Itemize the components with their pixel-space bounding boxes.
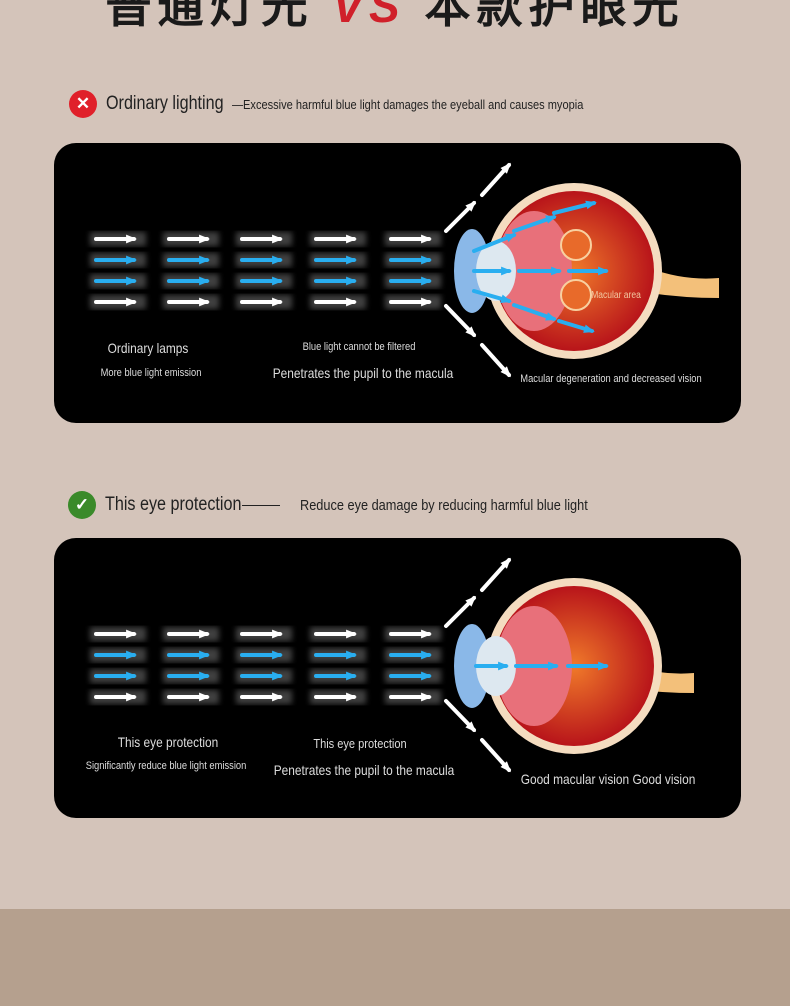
blue-ray-head (501, 266, 512, 276)
light-arrow-head (126, 629, 137, 639)
result-label: Macular degeneration and decreased visio… (520, 373, 702, 385)
title-vs: VS (332, 0, 406, 32)
title-right: 本款护眼光 (424, 0, 685, 32)
light-arrow-head (272, 276, 283, 286)
light-arrow-head (199, 297, 210, 307)
light-arrow-head (346, 297, 357, 307)
light-arrow-head (346, 629, 357, 639)
light-arrow-head (272, 629, 283, 639)
light-arrow-head (346, 650, 357, 660)
lamps-label: Ordinary lamps (107, 340, 189, 356)
blue-ray-head (598, 661, 609, 671)
deflected-arrow-head (500, 557, 512, 569)
blue-ray-head (545, 312, 557, 321)
light-arrow-head (199, 650, 210, 660)
blue-ray-head (545, 215, 557, 224)
blue-ray-head (551, 266, 562, 276)
light-arrow-head (199, 276, 210, 286)
light-arrow-head (346, 692, 357, 702)
protect-diagram (90, 557, 694, 773)
deflected-arrow-head (465, 326, 477, 338)
light-arrow-head (421, 255, 432, 265)
light-arrow-head (272, 692, 283, 702)
protect-title: This eye protection (105, 494, 242, 515)
deflected-arrow-head (465, 721, 477, 733)
blue-ray-head (585, 200, 597, 210)
cornea (454, 624, 490, 708)
pupil-label: Penetrates the pupil to the macula (273, 762, 455, 778)
macular-area-label: Macular area (591, 290, 641, 301)
light-arrow-head (421, 629, 432, 639)
light-arrow-head (126, 234, 137, 244)
light-arrow-head (421, 671, 432, 681)
ordinary-panel: Ordinary lamps More blue light emission … (54, 143, 741, 423)
light-arrow-head (126, 650, 137, 660)
divider-line (241, 504, 280, 506)
light-arrow-head (346, 234, 357, 244)
ordinary-subtitle: —Excessive harmful blue light damages th… (232, 96, 584, 112)
title-left: 普通灯光 (105, 0, 314, 32)
page-title: 普通灯光 VS 本款护眼光 (0, 0, 790, 36)
result-label: Good macular vision Good vision (520, 771, 696, 787)
light-arrow-head (272, 255, 283, 265)
deflected-arrow-head (500, 366, 512, 378)
bottom-band (0, 909, 790, 1006)
protect-panel: This eye protection Significantly reduce… (54, 538, 741, 818)
light-arrow-head (126, 692, 137, 702)
lamps-sublabel: Significantly reduce blue light emission (85, 760, 247, 772)
light-arrow-head (346, 255, 357, 265)
filter-label: This eye protection (313, 736, 407, 751)
lamps-sublabel: More blue light emission (100, 367, 202, 379)
light-arrow-head (126, 276, 137, 286)
light-arrow-head (421, 297, 432, 307)
blue-ray-head (500, 294, 512, 303)
light-arrow-head (346, 671, 357, 681)
blue-ray-head (498, 661, 509, 671)
light-arrow-head (421, 692, 432, 702)
pupil-label: Penetrates the pupil to the macula (272, 365, 454, 381)
ordinary-diagram (90, 162, 719, 378)
light-arrow-head (272, 234, 283, 244)
light-arrow-head (199, 692, 210, 702)
light-arrow-head (199, 234, 210, 244)
light-arrow-head (346, 276, 357, 286)
blue-ray-head (548, 661, 559, 671)
check-icon: ✓ (68, 491, 96, 519)
blue-ray-head (598, 266, 609, 276)
light-arrow-head (272, 671, 283, 681)
blue-ray-head (505, 233, 517, 242)
macula-spot (560, 279, 592, 311)
light-arrow-head (126, 255, 137, 265)
light-arrow-head (421, 276, 432, 286)
optic-nerve (649, 268, 719, 298)
protect-heading: ✓ This eye protection Reduce eye damage … (68, 491, 638, 519)
light-arrow-head (199, 629, 210, 639)
deflected-arrow-head (500, 162, 512, 174)
light-arrow-head (199, 255, 210, 265)
light-arrow-head (126, 671, 137, 681)
deflected-arrow-head (465, 595, 477, 607)
light-arrow-head (126, 297, 137, 307)
light-arrow-head (199, 671, 210, 681)
ordinary-heading: ✕ Ordinary lighting —Excessive harmful b… (69, 90, 646, 118)
filter-label: Blue light cannot be filtered (302, 341, 416, 353)
protect-subtitle: Reduce eye damage by reducing harmful bl… (299, 496, 588, 514)
lamps-label: This eye protection (117, 734, 219, 750)
light-arrow-head (421, 650, 432, 660)
deflected-arrow-head (500, 761, 512, 773)
light-arrow-head (272, 650, 283, 660)
ordinary-title: Ordinary lighting (106, 93, 224, 114)
deflected-arrow-head (465, 200, 477, 212)
cross-icon: ✕ (69, 90, 97, 118)
light-arrow-head (272, 297, 283, 307)
macula-spot (560, 229, 592, 261)
light-arrow-head (421, 234, 432, 244)
blue-ray-head (583, 324, 595, 333)
